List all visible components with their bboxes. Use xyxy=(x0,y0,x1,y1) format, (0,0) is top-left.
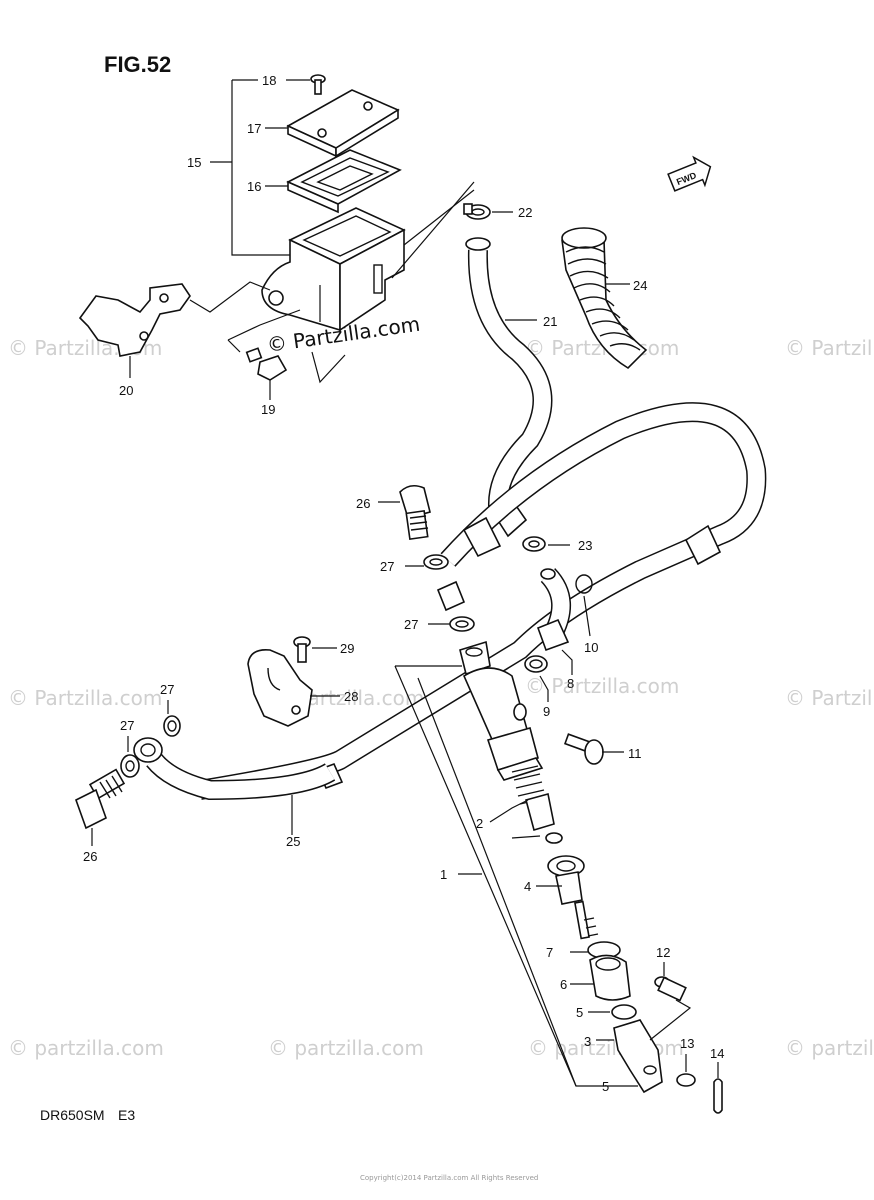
part-10-circlip xyxy=(575,574,593,594)
callout-1: 1 xyxy=(440,867,447,882)
callout-29: 29 xyxy=(340,641,354,656)
callout-27-b: 27 xyxy=(404,617,418,632)
callout-12: 12 xyxy=(656,945,670,960)
master-cylinder xyxy=(394,640,723,1114)
banjo-fitting-upper xyxy=(436,580,466,612)
callout-13: 13 xyxy=(680,1036,694,1051)
part-25-lower-hose xyxy=(133,737,336,801)
watermark: © partzilla.com xyxy=(8,1036,164,1060)
part-17-cap xyxy=(286,89,400,158)
callout-5-upper: 5 xyxy=(576,1005,583,1020)
callout-22: 22 xyxy=(518,205,532,220)
part-27-washer xyxy=(423,554,449,570)
callout-21: 21 xyxy=(543,314,557,329)
callout-15: 15 xyxy=(187,155,201,170)
figure-label: FIG.52 xyxy=(104,52,171,77)
part-28-holder xyxy=(247,648,313,727)
callout-10: 10 xyxy=(584,640,598,655)
callout-6: 6 xyxy=(560,977,567,992)
callout-24: 24 xyxy=(633,278,647,293)
callout-8: 8 xyxy=(567,676,574,691)
callout-18: 18 xyxy=(262,73,276,88)
watermark: © Partzilla.com xyxy=(525,674,679,698)
callout-26-upper: 26 xyxy=(356,496,370,511)
reservoir-assembly xyxy=(78,74,475,400)
watermark: © partzilla.com xyxy=(268,1036,424,1060)
part-27-washer xyxy=(120,754,140,778)
part-16-diaphragm xyxy=(286,149,402,214)
callout-9: 9 xyxy=(543,704,550,719)
watermark: © partzill xyxy=(785,1036,874,1060)
callout-labels: 18 17 15 16 20 19 22 24 21 26 23 27 27 1… xyxy=(83,73,724,1094)
part-29-screw xyxy=(293,636,311,663)
model-label: DR650SM xyxy=(40,1107,105,1123)
callout-5-lower: 5 xyxy=(602,1079,609,1094)
part-23-clamp xyxy=(522,536,546,552)
callout-7: 7 xyxy=(546,945,553,960)
part-21-reservoir-hose xyxy=(465,237,553,538)
part-18-screw xyxy=(310,74,326,95)
callout-27-a: 27 xyxy=(380,559,394,574)
watermark: © Partzill xyxy=(785,686,874,710)
part-20-bracket xyxy=(78,283,191,357)
part-26-banjo-bolt-upper xyxy=(399,484,431,541)
callout-17: 17 xyxy=(247,121,261,136)
part-19-bolt xyxy=(245,347,288,381)
callout-27-c: 27 xyxy=(160,682,174,697)
fwd-arrow-icon: FWD xyxy=(667,155,712,192)
callout-26-lower: 26 xyxy=(83,849,97,864)
callout-11: 11 xyxy=(628,746,642,761)
part-27-washer xyxy=(449,616,475,632)
part-11-bolt xyxy=(563,733,604,765)
region-label: E3 xyxy=(118,1107,135,1123)
callout-3: 3 xyxy=(584,1034,591,1049)
callout-19: 19 xyxy=(261,402,275,417)
watermark: © Partzill xyxy=(785,336,874,360)
part-8-connector xyxy=(536,568,572,652)
part-12-pin xyxy=(654,976,687,1002)
watermark: © Partzilla.com xyxy=(8,686,162,710)
reservoir-body xyxy=(261,207,406,332)
callout-23: 23 xyxy=(578,538,592,553)
callout-28: 28 xyxy=(344,689,358,704)
part-24-boot xyxy=(561,227,648,370)
callout-25: 25 xyxy=(286,834,300,849)
callout-20: 20 xyxy=(119,383,133,398)
part-27-washer xyxy=(163,715,181,737)
callout-4: 4 xyxy=(524,879,531,894)
callout-14: 14 xyxy=(710,1046,724,1061)
callout-2: 2 xyxy=(476,816,483,831)
callout-27-d: 27 xyxy=(120,718,134,733)
part-26-banjo-bolt-lower xyxy=(75,768,126,830)
part-9-o-ring xyxy=(524,655,548,673)
footer-copyright: Copyright(c)2014 Partzilla.com All Right… xyxy=(360,1174,538,1182)
callout-16: 16 xyxy=(247,179,261,194)
part-22-clamp xyxy=(463,203,491,220)
part-14-cotter-pin xyxy=(713,1078,723,1114)
